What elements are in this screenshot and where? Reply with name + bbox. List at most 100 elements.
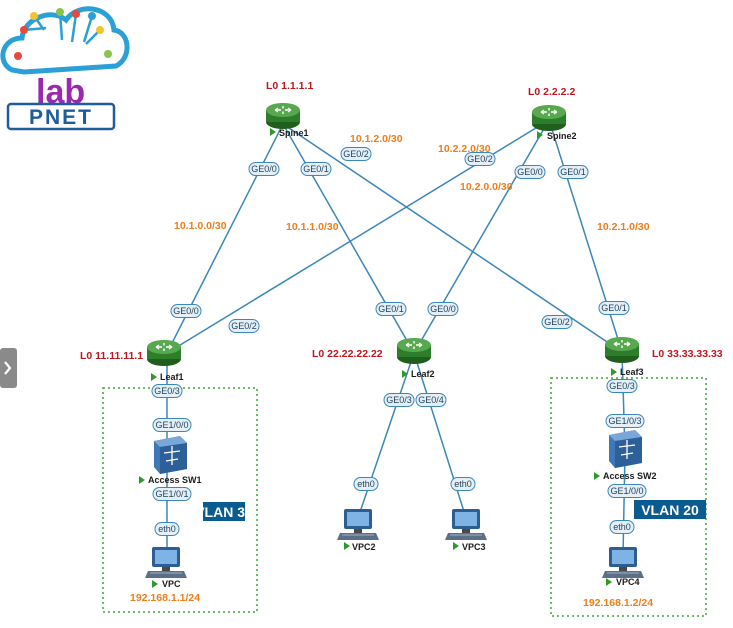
node-label: Leaf2 — [411, 369, 435, 379]
subnet-label: 10.1.0.0/30 — [174, 220, 227, 232]
loopback-label-spine1: L0 1.1.1.1 — [266, 80, 313, 92]
iface-badge[interactable]: GE0/3 — [151, 384, 183, 398]
pc-icon — [144, 546, 188, 579]
iface-badge[interactable]: eth0 — [154, 522, 180, 536]
iface-badge[interactable]: GE0/2 — [340, 147, 372, 161]
node-leaf1[interactable]: Leaf1 — [146, 339, 184, 382]
iface-badge[interactable]: GE1/0/1 — [152, 487, 192, 501]
iface-badge[interactable]: GE0/2 — [228, 319, 260, 333]
svg-text:GE0/2: GE0/2 — [343, 149, 369, 159]
iface-badge[interactable]: GE0/0 — [170, 304, 202, 318]
node-spine1[interactable]: Spine1 — [265, 102, 309, 138]
link-leaf2-vpc2[interactable] — [357, 352, 415, 519]
svg-text:GE0/4: GE0/4 — [418, 395, 444, 405]
subnet-label: 10.1.1.0/30 — [286, 221, 339, 233]
iface-badge[interactable]: GE0/4 — [415, 393, 447, 407]
vlan20-label: VLAN 20 — [634, 500, 706, 519]
svg-text:GE0/2: GE0/2 — [544, 317, 570, 327]
svg-text:GE1/0/3: GE1/0/3 — [608, 416, 641, 426]
loopback-label-leaf2: L0 22.22.22.22 — [312, 348, 383, 360]
chevron-right-icon — [4, 361, 12, 375]
node-label: VPC2 — [352, 542, 376, 552]
logo-pnet-text: PNET — [29, 106, 93, 129]
node-spine2[interactable]: Spine2 — [531, 104, 577, 141]
svg-text:GE0/1: GE0/1 — [378, 304, 404, 314]
iface-badge[interactable]: GE0/2 — [541, 315, 573, 329]
iface-badge[interactable]: GE0/3 — [606, 379, 638, 393]
play-icon — [537, 131, 543, 139]
node-access-sw1[interactable]: Access SW1 — [139, 435, 202, 485]
node-leaf3[interactable]: Leaf3 — [604, 336, 644, 377]
play-icon — [453, 542, 459, 550]
svg-text:GE0/0: GE0/0 — [173, 306, 199, 316]
svg-text:GE0/3: GE0/3 — [609, 381, 635, 391]
svg-text:eth0: eth0 — [454, 479, 472, 489]
play-icon — [152, 580, 158, 588]
iface-badge[interactable]: eth0 — [450, 477, 476, 491]
pc-icon — [444, 508, 488, 541]
ip-label-vpc4: 192.168.1.2/24 — [583, 597, 653, 609]
iface-badge[interactable]: eth0 — [353, 477, 379, 491]
node-vpc[interactable]: VPC — [144, 546, 188, 589]
loopback-label-leaf1: L0 11.11.11.1 — [80, 350, 143, 362]
iface-badge[interactable]: GE1/0/3 — [605, 414, 645, 428]
svg-text:GE1/0/1: GE1/0/1 — [155, 489, 188, 499]
iface-badge[interactable]: GE1/0/0 — [152, 418, 192, 432]
play-icon — [344, 542, 350, 550]
node-label: VPC3 — [462, 542, 486, 552]
link-spine1-leaf3[interactable] — [282, 123, 623, 353]
svg-text:GE0/0: GE0/0 — [517, 167, 543, 177]
node-vpc4[interactable]: VPC4 — [601, 546, 645, 587]
node-label: Leaf3 — [620, 367, 644, 377]
svg-text:GE1/0/0: GE1/0/0 — [610, 486, 643, 496]
svg-text:GE0/0: GE0/0 — [251, 164, 277, 174]
pc-icon — [601, 546, 645, 579]
ip-label-vpc: 192.168.1.1/24 — [130, 592, 200, 604]
svg-text:eth0: eth0 — [357, 479, 375, 489]
svg-text:GE0/3: GE0/3 — [386, 395, 412, 405]
link-spine1-leaf1[interactable] — [166, 123, 284, 354]
iface-badge[interactable]: GE0/1 — [300, 162, 332, 176]
node-vpc3[interactable]: VPC3 — [444, 508, 488, 552]
svg-text:GE0/2: GE0/2 — [467, 154, 493, 164]
play-icon — [606, 578, 612, 586]
svg-text:VLAN 20: VLAN 20 — [641, 502, 699, 518]
play-icon — [594, 472, 600, 480]
router-icon — [396, 337, 432, 365]
play-icon — [151, 373, 157, 381]
svg-text:GE0/0: GE0/0 — [430, 304, 456, 314]
loopback-label-leaf3: L0 33.33.33.33 — [652, 348, 723, 360]
iface-badge[interactable]: eth0 — [609, 520, 635, 534]
iface-badge[interactable]: GE1/0/0 — [607, 484, 647, 498]
iface-badge[interactable]: GE0/1 — [598, 301, 630, 315]
node-label: Spine1 — [279, 128, 309, 138]
svg-text:GE0/1: GE0/1 — [601, 303, 627, 313]
iface-badge[interactable]: GE0/0 — [514, 165, 546, 179]
iface-badge[interactable]: GE0/1 — [557, 165, 589, 179]
link-sw2-vpc4[interactable] — [622, 451, 626, 557]
node-vpc2[interactable]: VPC2 — [336, 508, 380, 552]
svg-text:eth0: eth0 — [158, 524, 176, 534]
svg-text:GE0/2: GE0/2 — [231, 321, 257, 331]
node-label: Access SW1 — [148, 475, 202, 485]
iface-badge[interactable]: GE0/0 — [427, 302, 459, 316]
svg-text:GE1/0/0: GE1/0/0 — [155, 420, 188, 430]
subnet-label: 10.2.1.0/30 — [597, 221, 650, 233]
loopback-label-spine2: L0 2.2.2.2 — [528, 86, 575, 98]
node-access-sw2[interactable]: Access SW2 — [594, 429, 657, 481]
side-panel-toggle[interactable] — [0, 348, 17, 388]
iface-badge[interactable]: GE0/3 — [383, 393, 415, 407]
node-leaf2[interactable]: Leaf2 — [396, 337, 435, 379]
node-label: VPC4 — [616, 577, 640, 587]
play-icon — [611, 368, 617, 376]
router-icon — [265, 102, 301, 130]
router-icon — [531, 104, 567, 132]
iface-badge[interactable]: GE0/2 — [464, 152, 496, 166]
links — [166, 119, 626, 557]
iface-badge[interactable]: GE0/1 — [375, 302, 407, 316]
play-icon — [139, 476, 145, 484]
iface-badge[interactable]: GE0/0 — [248, 162, 280, 176]
play-icon — [270, 128, 276, 136]
vlan20-region — [550, 377, 707, 617]
